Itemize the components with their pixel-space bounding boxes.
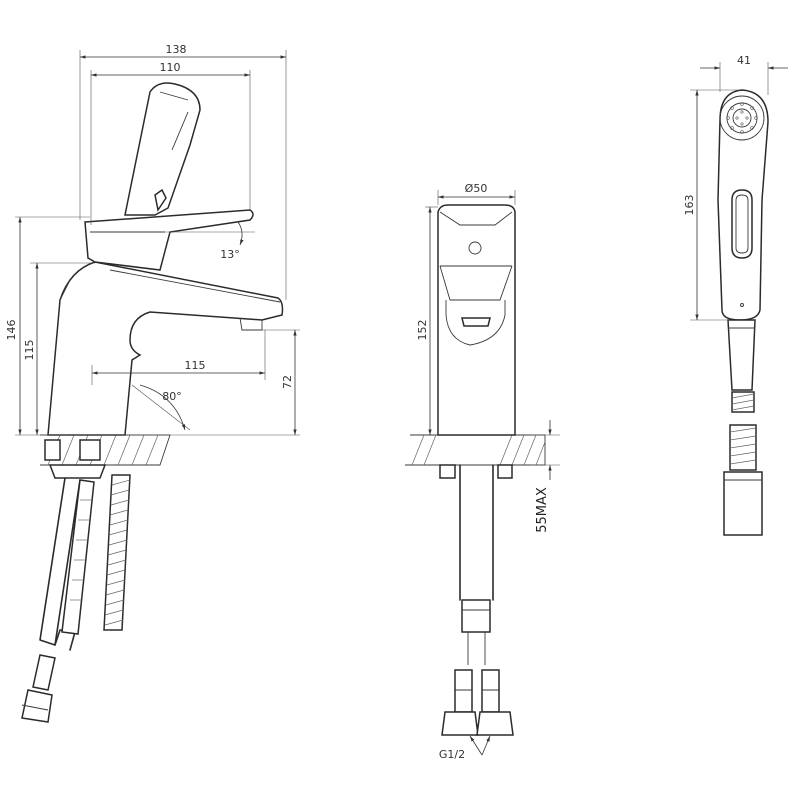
front-view: Ø50 152 55MAX G1/2 <box>405 182 560 761</box>
under-counter-side <box>21 439 131 723</box>
dim-connection: G1/2 <box>439 748 465 761</box>
lever-handle-side <box>84 209 254 271</box>
dimensions-handshower <box>690 62 788 321</box>
handshower-side <box>124 82 201 216</box>
dim-total-height: 146 <box>5 320 18 341</box>
dim-front-height: 152 <box>416 320 429 341</box>
dim-spout-height: 115 <box>23 340 36 361</box>
handshower-body <box>717 89 769 321</box>
countertop-front <box>405 434 546 466</box>
faucet-body-front <box>437 204 516 436</box>
dim-handshower-width: 41 <box>737 54 751 67</box>
dimensions-front <box>425 190 560 756</box>
under-counter-front <box>439 464 514 736</box>
dim-hose-reach: 115 <box>185 359 206 372</box>
dimensions-side <box>15 50 300 436</box>
handshower-view: 41 163 <box>683 54 788 536</box>
faucet-body-side <box>47 261 284 436</box>
dim-outlet-height: 72 <box>281 375 294 389</box>
dim-lever-angle: 13° <box>220 248 240 261</box>
dim-body-diameter: Ø50 <box>465 182 488 195</box>
handshower-hose <box>723 319 763 536</box>
dim-mount-angle: 80° <box>162 390 182 403</box>
dim-spout-reach: 110 <box>160 61 181 74</box>
dim-max-thickness: 55MAX <box>535 487 550 533</box>
dim-overall-width: 138 <box>166 43 187 56</box>
side-view: 138 110 13° 146 115 115 80° 72 <box>5 43 300 723</box>
dim-handshower-length: 163 <box>683 195 696 216</box>
